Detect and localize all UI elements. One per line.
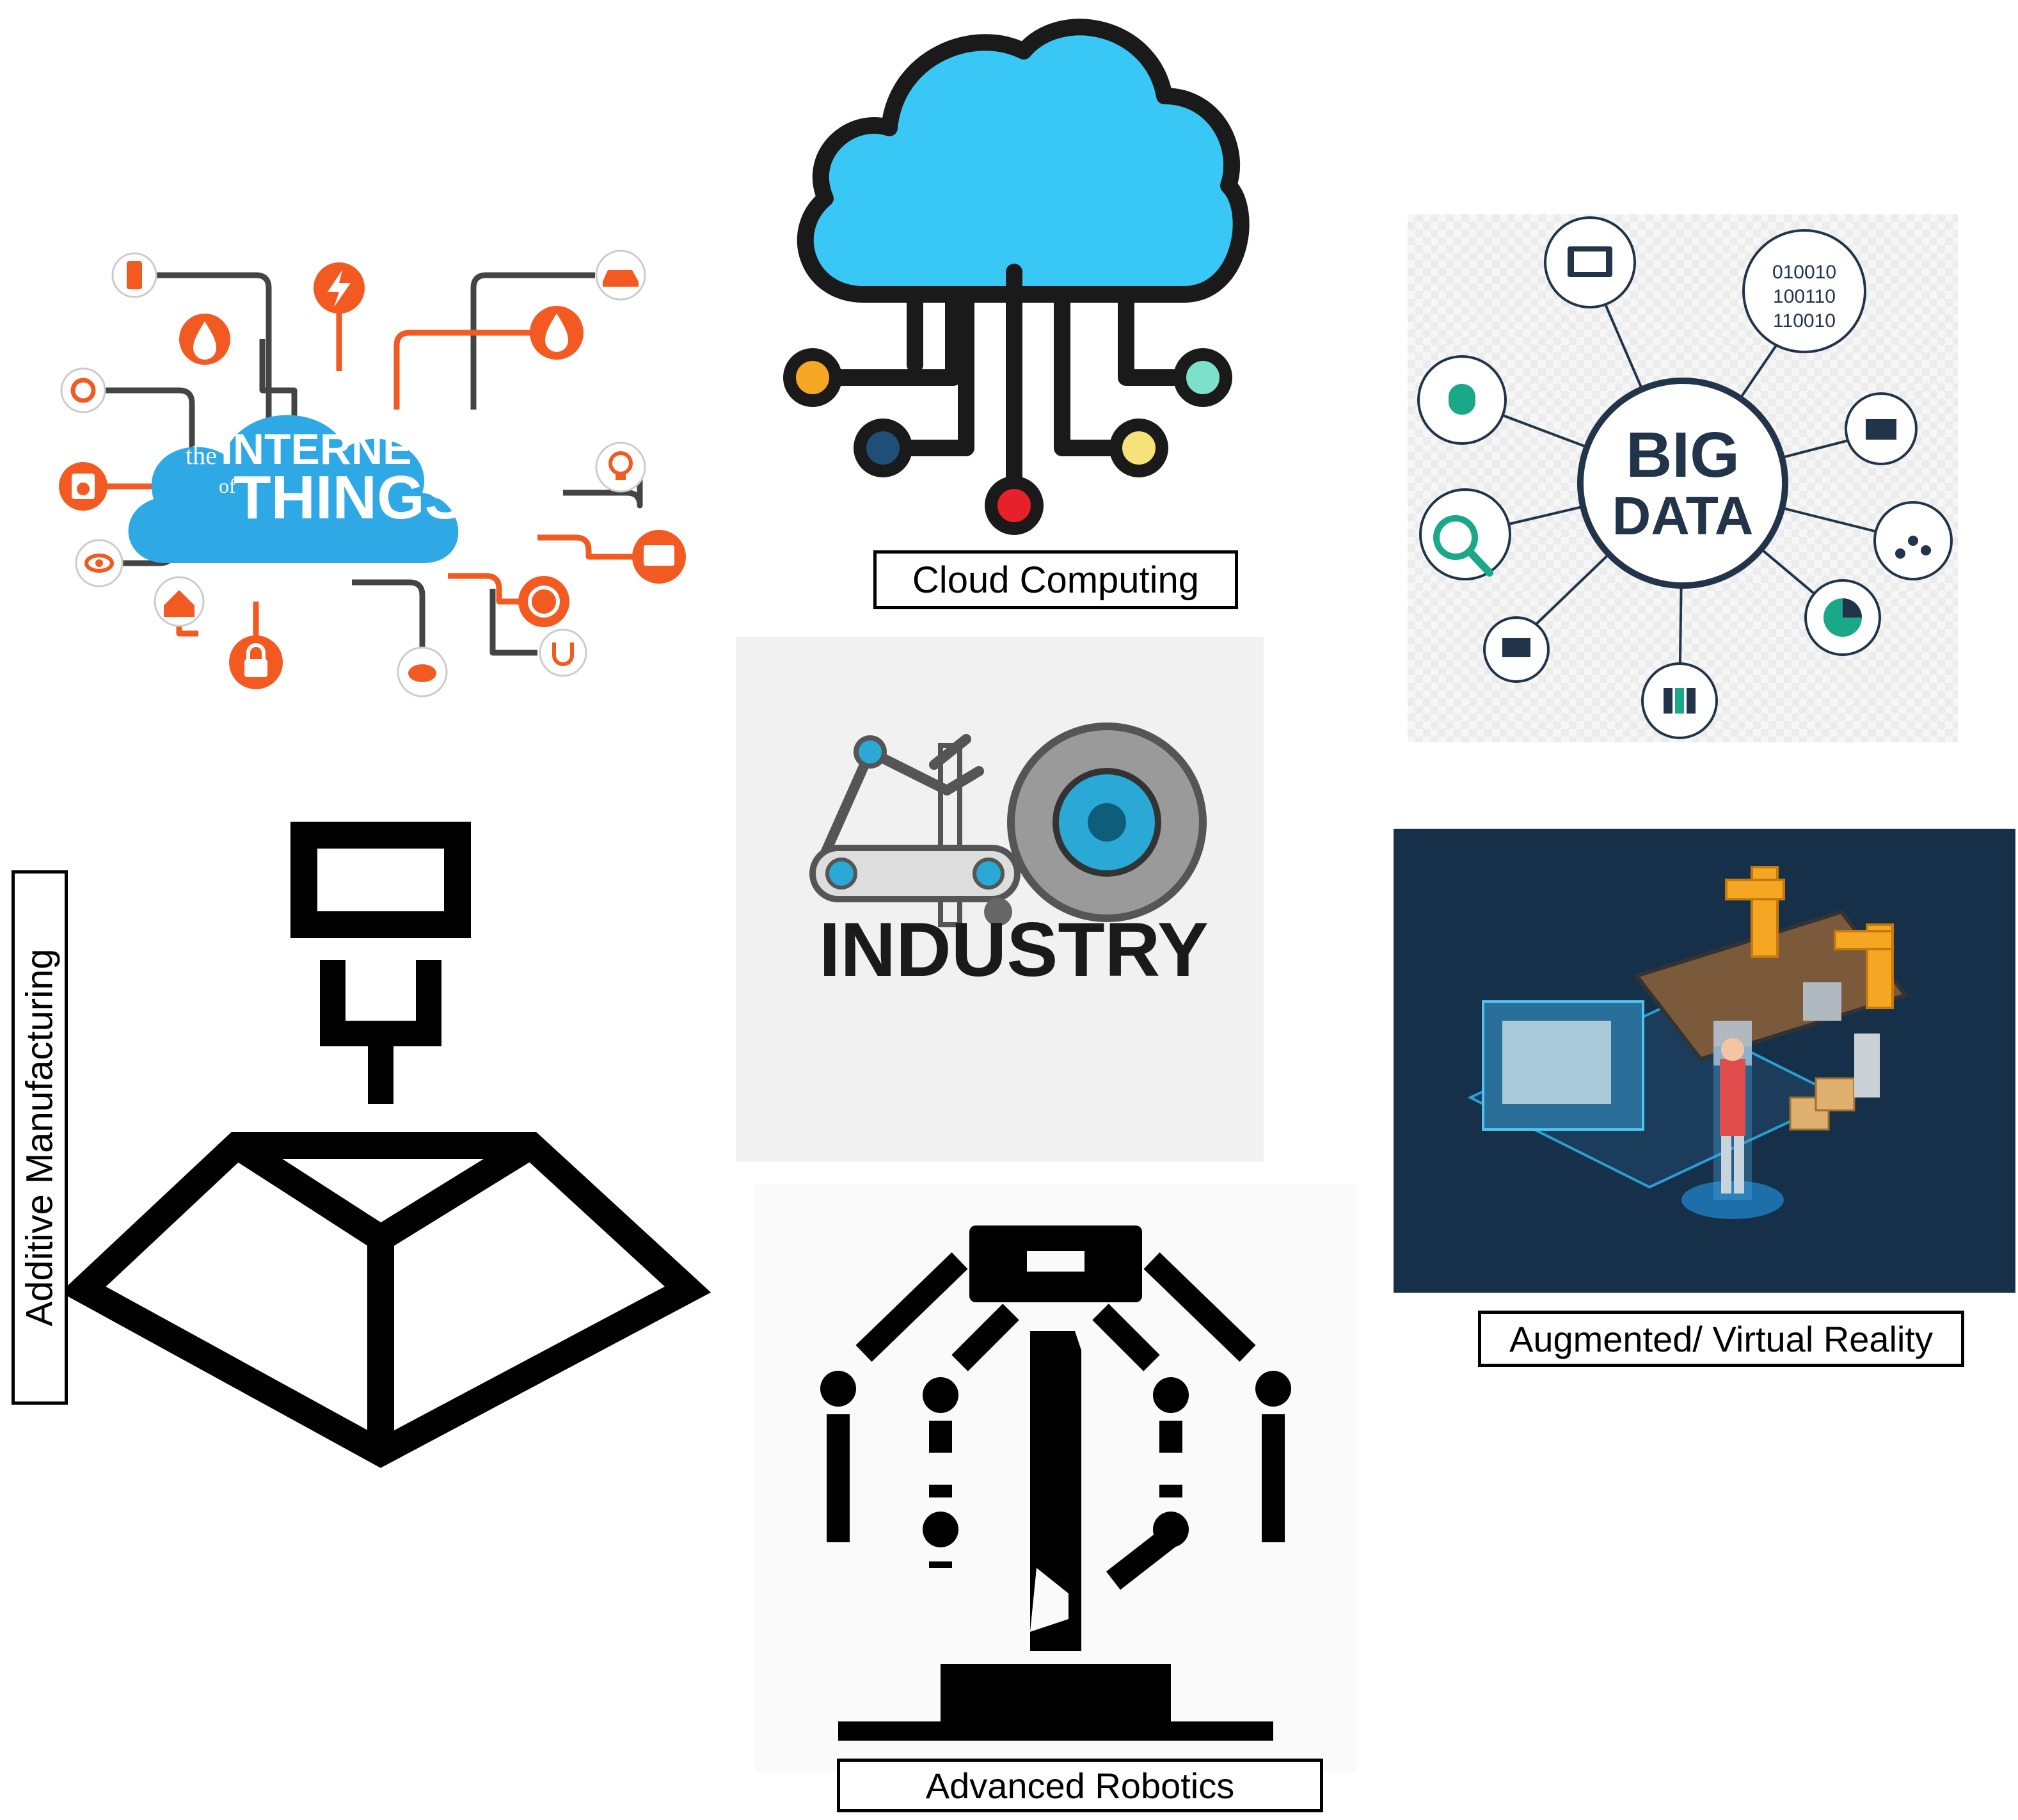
industry-4-illustration: INDUSTRY (736, 637, 1264, 1161)
ar-vr-illustration (1394, 829, 2015, 1293)
binary-line-1: 010010 (1772, 262, 1836, 283)
smart-factory-graphic (1467, 866, 1909, 1219)
label-additive-manufacturing: Additive Manufacturing (12, 870, 68, 1405)
iot-cloud: the INTERNET of THINGS (128, 415, 466, 563)
advanced-robotics-icon (755, 1184, 1356, 1773)
binary-digits: 010010 100110 110010 (1772, 262, 1836, 331)
label-augmented-virtual-reality: Augmented/ Virtual Reality (1478, 1311, 1964, 1367)
label-additive-manufacturing-text: Additive Manufacturing (19, 948, 61, 1327)
binary-line-3: 110010 (1773, 310, 1836, 331)
binary-line-2: 100110 (1773, 286, 1836, 307)
label-cloud-computing: Cloud Computing (873, 550, 1238, 609)
industry-word: INDUSTRY (819, 907, 1209, 993)
iot-title-of: of (219, 474, 236, 497)
label-cloud-computing-text: Cloud Computing (912, 559, 1200, 601)
cloud-computing-icon (768, 13, 1254, 538)
iot-device-icons (59, 250, 686, 698)
label-advanced-robotics-text: Advanced Robotics (925, 1765, 1235, 1806)
iot-title-things: THINGS (234, 463, 466, 532)
big-data-hub-graphic: 010010 100110 110010 BIG DATA (1417, 216, 1953, 739)
big-data-title-big: BIG (1626, 419, 1740, 491)
big-data-title-data: DATA (1612, 486, 1754, 546)
big-data-illustration: 010010 100110 110010 BIG DATA (1408, 214, 1958, 742)
label-augmented-virtual-reality-text: Augmented/ Virtual Reality (1509, 1318, 1933, 1359)
additive-manufacturing-icon (60, 822, 711, 1475)
iot-network-graphic: the INTERNET of THINGS (59, 250, 686, 698)
3d-printer-graphic (60, 822, 711, 1468)
iot-title-the: the (186, 441, 217, 470)
surgical-robot-graphic (820, 1225, 1291, 1741)
label-advanced-robotics: Advanced Robotics (837, 1759, 1323, 1812)
circuit-nodes (783, 348, 1232, 535)
iot-illustration: the INTERNET of THINGS (51, 243, 691, 704)
iot-title-internet: INTERNET (221, 425, 438, 474)
industry-4-graphic: INDUSTRY (809, 722, 1209, 993)
cloud-circuit-graphic (783, 19, 1250, 535)
